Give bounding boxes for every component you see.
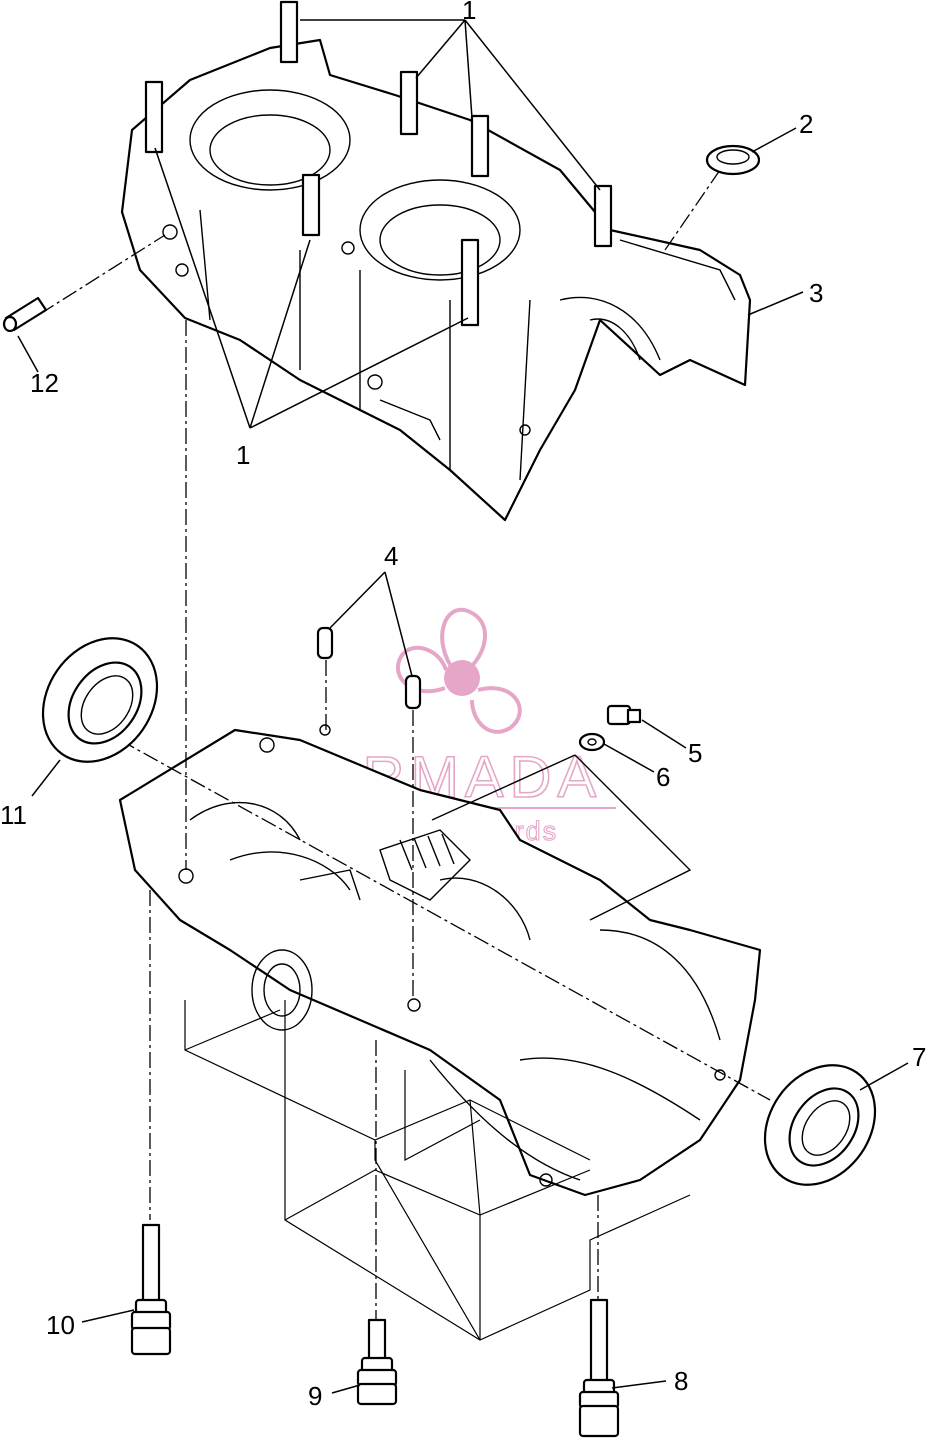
- part-8-bolt: [578, 1298, 620, 1438]
- part-7-oil-seal: [763, 1064, 877, 1186]
- callout-8: 8: [674, 1366, 688, 1396]
- leader-lines: [17, 19, 909, 1394]
- upper-crankcase: [120, 0, 752, 522]
- callout-1-bottom: 1: [236, 440, 250, 470]
- stud-bolts-upper: [144, 0, 613, 327]
- callout-labels: 1 1 2 3 4 5 6 7 8 9 10 11 12: [0, 0, 926, 1411]
- part-2-plug: [705, 144, 761, 176]
- part-12-dowel-pin: [2, 296, 48, 333]
- part-5-screw: [606, 704, 642, 726]
- callout-5: 5: [688, 738, 702, 768]
- assembly-lines: [39, 169, 771, 1320]
- phantom-box-outline: [184, 1000, 691, 1341]
- callout-12: 12: [30, 368, 59, 398]
- callout-2: 2: [799, 109, 813, 139]
- callout-11: 11: [0, 800, 27, 830]
- callout-9: 9: [308, 1381, 322, 1411]
- callout-1-top: 1: [462, 0, 476, 25]
- callout-7: 7: [912, 1042, 926, 1072]
- part-9-bolt: [356, 1318, 398, 1406]
- part-4-dowel-pins: [316, 626, 422, 710]
- callout-3: 3: [809, 278, 823, 308]
- lower-crankcase: [118, 724, 762, 1197]
- propeller-icon: [395, 607, 522, 734]
- part-6-washer: [578, 732, 606, 752]
- part-11-oil-seal: [41, 637, 159, 763]
- part-10-bolt: [130, 1223, 172, 1356]
- callout-4: 4: [384, 541, 398, 571]
- callout-6: 6: [656, 762, 670, 792]
- callout-10: 10: [46, 1310, 75, 1340]
